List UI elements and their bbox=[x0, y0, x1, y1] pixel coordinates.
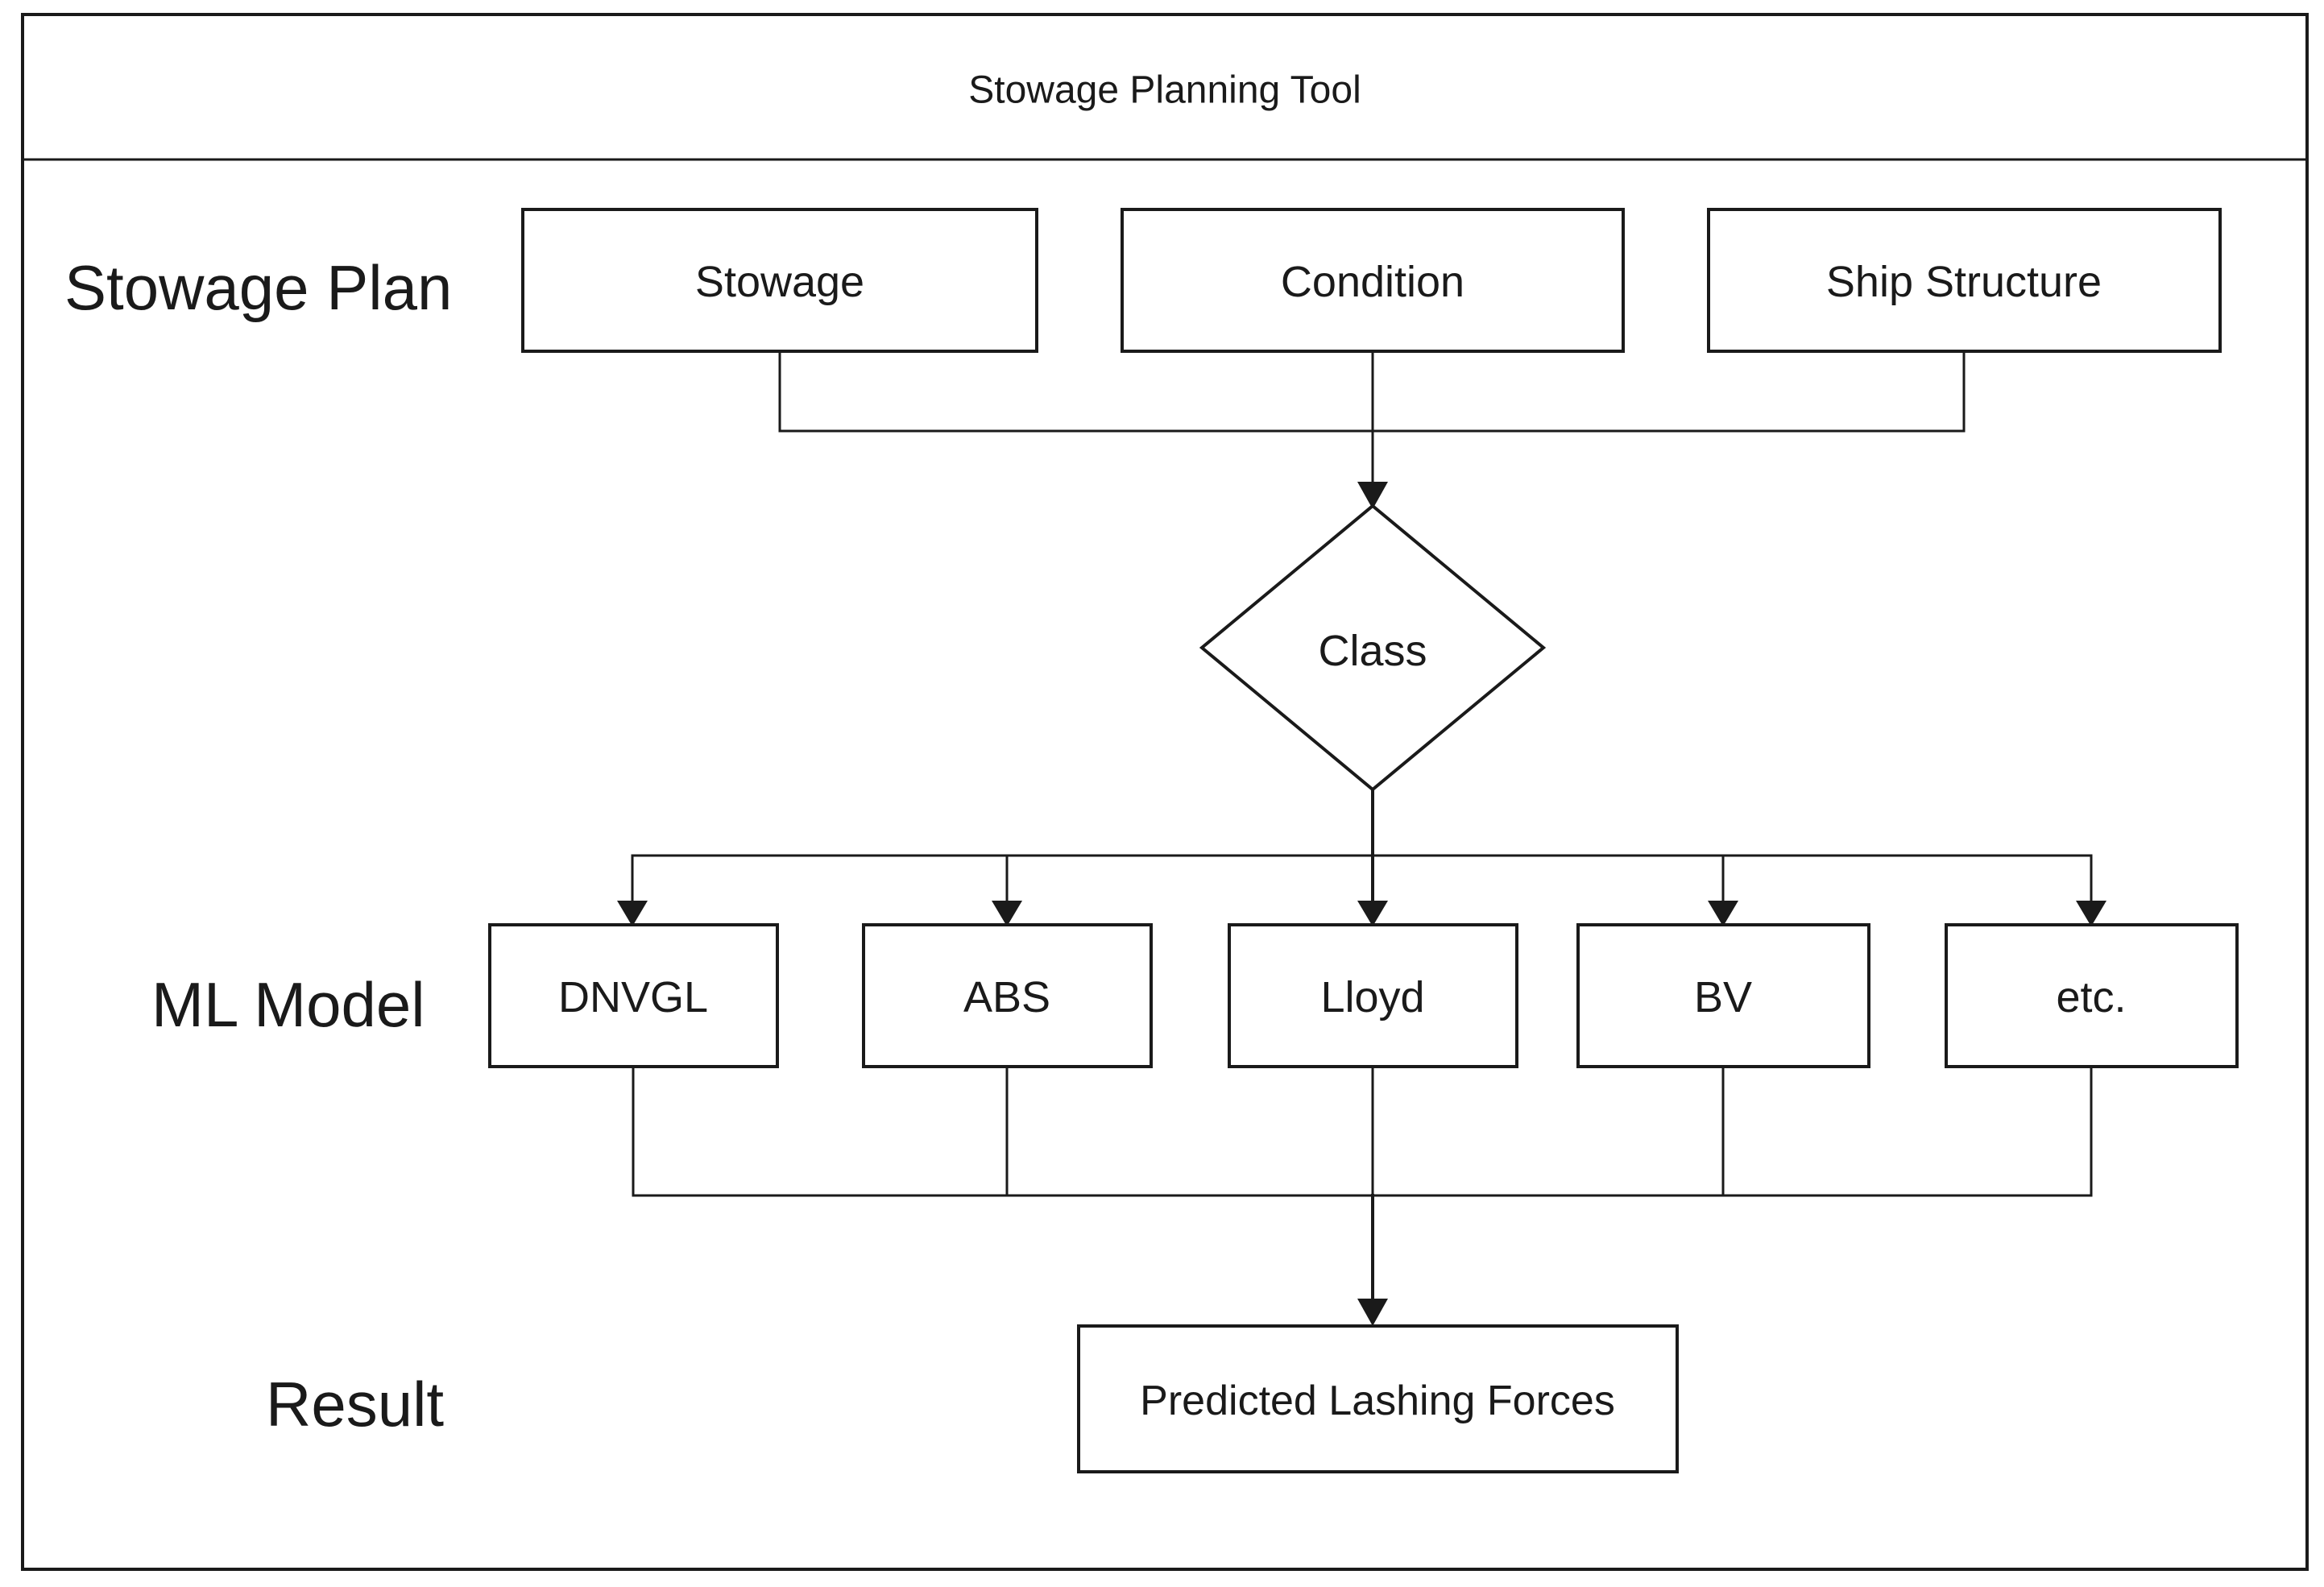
input-label-condition: Condition bbox=[1281, 258, 1464, 306]
input-box-ship-structure bbox=[1707, 208, 2222, 353]
diagram-title: Stowage Planning Tool bbox=[968, 69, 1361, 112]
ml-label-dnvgl: DNVGL bbox=[558, 973, 708, 1021]
arrowhead-into-etc bbox=[2076, 901, 2107, 926]
result-box-label: Predicted Lashing Forces bbox=[1140, 1378, 1615, 1424]
ml-label-abs: ABS bbox=[963, 973, 1050, 1021]
result-box bbox=[1077, 1324, 1679, 1473]
arrowhead-into-class bbox=[1357, 482, 1388, 509]
row-label-result: Result bbox=[266, 1369, 444, 1440]
ml-box-bv bbox=[1576, 923, 1870, 1068]
arrowhead-into-lloyd bbox=[1357, 901, 1388, 926]
input-label-ship-structure: Ship Structure bbox=[1826, 258, 2102, 306]
ml-box-abs bbox=[862, 923, 1153, 1068]
decision-label-class: Class bbox=[1318, 627, 1427, 675]
arrowhead-into-abs bbox=[992, 901, 1022, 926]
ml-label-bv: BV bbox=[1694, 973, 1752, 1021]
ml-label-lloyd: Lloyd bbox=[1320, 973, 1424, 1021]
arrowhead-into-dnvgl bbox=[617, 901, 648, 926]
input-box-condition bbox=[1121, 208, 1625, 353]
row-label-stowage-plan: Stowage Plan bbox=[64, 252, 452, 323]
diagram-outer-border bbox=[21, 13, 2309, 1571]
ml-box-dnvgl bbox=[488, 923, 779, 1068]
ml-box-lloyd bbox=[1228, 923, 1518, 1068]
input-label-stowage: Stowage bbox=[695, 258, 864, 306]
ml-label-etc: etc. bbox=[2056, 973, 2126, 1021]
arrowhead-into-bv bbox=[1708, 901, 1738, 926]
input-box-stowage bbox=[521, 208, 1038, 353]
row-label-ml-model: ML Model bbox=[151, 969, 425, 1040]
arrowhead-into-result bbox=[1357, 1299, 1388, 1326]
